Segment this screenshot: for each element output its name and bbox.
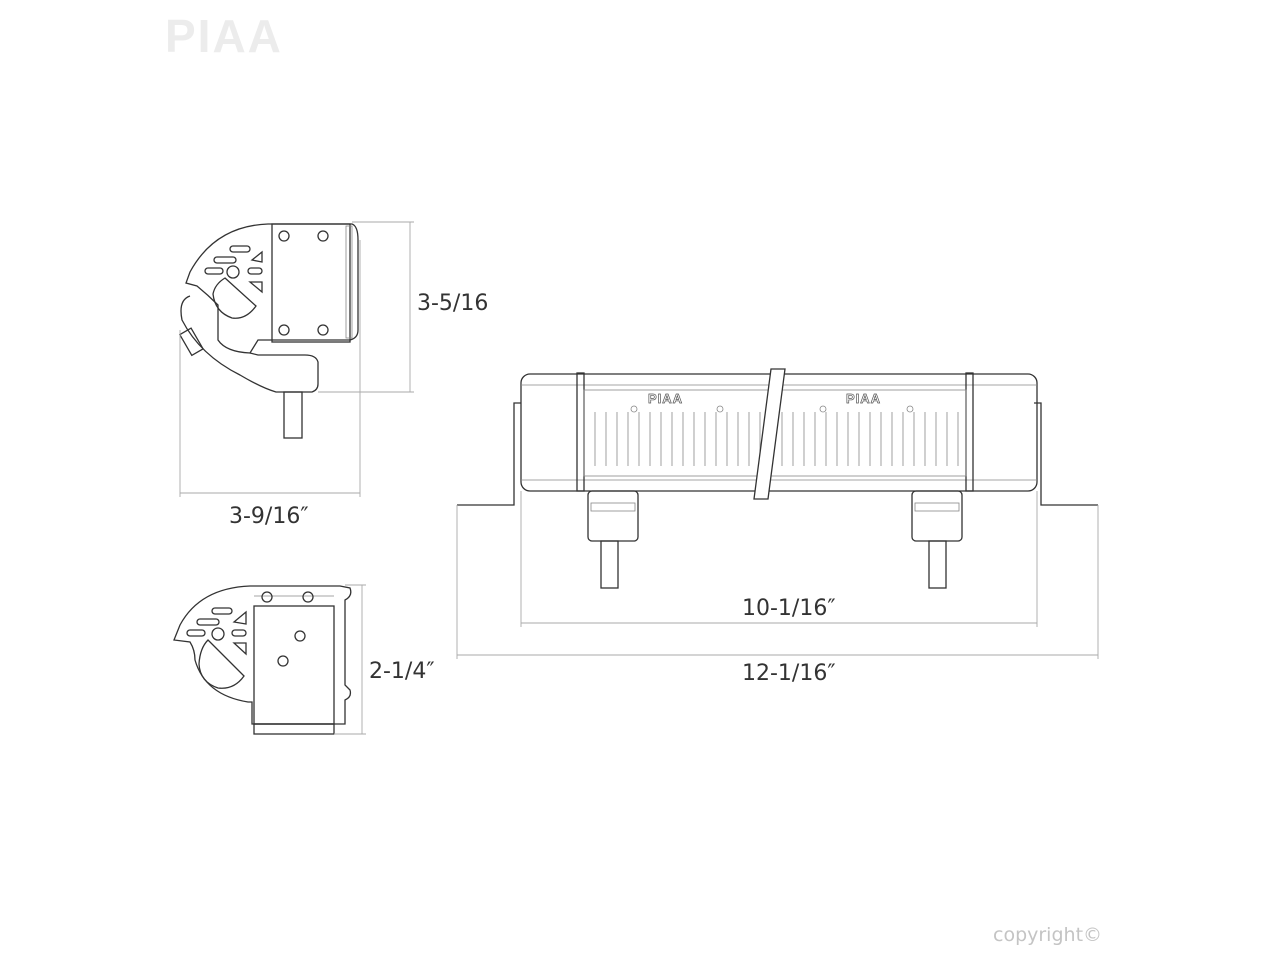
piaa-lens-logo-right: PIAA [846, 391, 881, 406]
compact-height-label: 2-1/4″ [369, 659, 435, 684]
front-view-light-bar: PIAA PIAA [457, 368, 1098, 589]
copyright-notice: copyright© [993, 924, 1102, 946]
dimension-side-width: 3-9/16″ [179, 240, 361, 529]
bolt-holes [226, 230, 329, 336]
left-foot-mount [587, 490, 639, 589]
piaa-watermark-logo: PIAA [165, 10, 283, 62]
piaa-lens-logo-left: PIAA [648, 391, 683, 406]
side-view-compact [173, 585, 352, 735]
side-view-with-bracket [178, 223, 359, 439]
side-height-label: 3-5/16 [417, 291, 488, 316]
inner-width-label: 10-1/16″ [742, 596, 836, 621]
dimension-side-height: 3-5/16 [318, 221, 488, 393]
side-width-label: 3-9/16″ [229, 504, 309, 529]
dimension-inner-width: 10-1/16″ [520, 491, 1038, 627]
break-line [753, 368, 786, 500]
right-foot-mount [911, 490, 963, 589]
overall-width-label: 12-1/16″ [742, 661, 836, 686]
dimension-overall-width: 12-1/16″ [456, 505, 1099, 686]
dimension-compact-height: 2-1/4″ [334, 584, 435, 735]
